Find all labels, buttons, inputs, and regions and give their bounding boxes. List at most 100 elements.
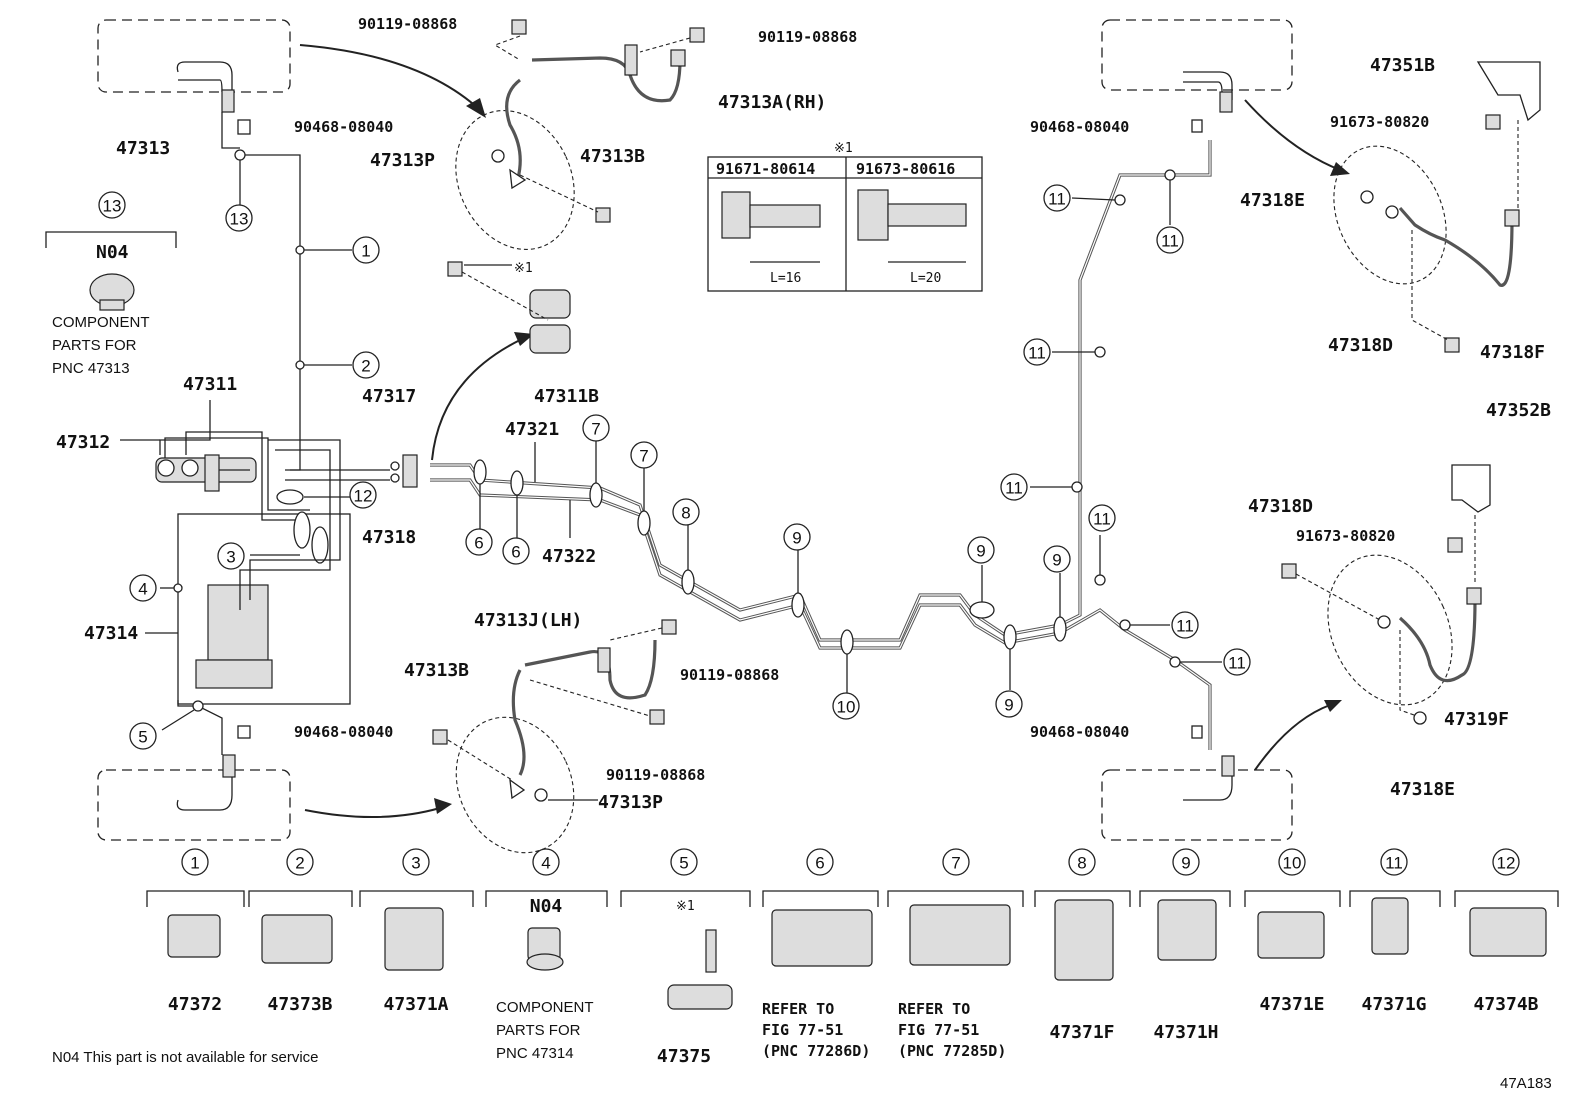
label-47351B: 47351B [1370,55,1435,76]
legend-5-number: 5 [679,854,688,873]
label-47318D-a: 47318D [1328,335,1393,356]
label-90119-4: 90119-08868 [606,766,705,784]
arrow-center [431,339,521,461]
callout-9-10-circle [783,523,811,551]
banjo-fr [1385,205,1399,219]
callout-11-21-number: 11 [1228,654,1246,673]
callout-11-21-circle [1223,648,1251,676]
legend-6-circle [806,848,834,876]
hose-end-rl [222,754,236,778]
label-n04-top-pnc: PNC 47313 [52,360,130,377]
hose-end-fr [1219,91,1233,113]
callout-2-1-circle [352,351,380,379]
hose-47313A-bracket [624,44,638,76]
bracket-47311B-top [529,289,571,319]
label-90468-b: 90468-08040 [294,723,393,741]
arrow-rl-head [434,798,452,814]
callout-9-11-circle [967,536,995,564]
callout-10-14-number: 10 [837,698,856,717]
clip-90468-c [1191,119,1203,133]
callout-8-9-circle [672,498,700,526]
fitting-47317 [390,461,400,471]
legend-2-part: 47373B [267,994,332,1015]
callout-7-7-number: 7 [591,420,600,439]
callout-7-8-circle [630,441,658,469]
part-labels: 90119-08868 90119-08868 47313A(RH) 90468… [52,15,1552,1092]
callout-12-22-circle [349,481,377,509]
diagram-id: 47A183 [1500,1075,1552,1092]
legend-12-part: 47374B [1473,994,1538,1015]
detail-ellipse-rr [1327,554,1453,706]
banjo-fl [509,168,527,190]
leader-bolt-b [639,37,691,53]
legend-12-number: 12 [1497,854,1516,873]
callout-6-6-circle [502,537,530,565]
callout-6-5-number: 6 [474,534,483,553]
pipe-mc-b [164,437,310,511]
banjo-rl [509,778,526,800]
label-47314: 47314 [84,623,138,644]
leader-11a [1071,197,1116,201]
pipe-act-2 [239,449,331,610]
legend-7-note-2: (PNC 77285D) [898,1042,1006,1060]
leader-bolt-a [493,35,521,61]
hose-stub-fl-2 [178,79,223,93]
bolt-90119-a [511,19,527,35]
mc-flange [204,454,220,492]
bracket-47311B-bot [529,324,571,354]
label-90468-a: 90468-08040 [294,118,393,136]
node-13 [234,149,246,161]
legend-11-number: 11 [1385,854,1403,873]
legend-2-number: 2 [295,854,304,873]
bolt-table-text: 91671-80614 91673-80616 L=16 L=20 [716,160,955,286]
callout-1-0-circle [352,236,380,264]
label-90119-2: 90119-08868 [758,28,857,46]
legend-5-part: 47375 [657,1046,711,1067]
label-47313J: 47313J(LH) [474,610,582,631]
legend-3-part: 47371A [383,994,448,1015]
hose-47313J-line [524,639,657,700]
front-right-wheel-box [1101,19,1293,91]
callout-11-15-circle [1043,184,1071,212]
legend-7-number: 7 [951,854,960,873]
callout-3-2-circle [217,542,245,570]
label-47318E-a: 47318E [1240,190,1305,211]
node-4 [173,583,183,593]
callout-11-17-number: 11 [1028,344,1046,363]
label-47312: 47312 [56,432,110,453]
bolt-shank-1 [749,204,821,228]
callout-13-23-number: 13 [230,210,249,229]
callout-4-3-circle [129,574,157,602]
legend-3-circle [402,848,430,876]
legend-3-number: 3 [411,854,420,873]
banjo-rr [1377,615,1391,629]
hose-stub-fr [1183,71,1233,100]
bolt-table [707,156,983,292]
legend-7-circle [942,848,970,876]
legend-4-note-2: PNC 47314 [496,1045,574,1062]
gasket-47318E-b [1413,711,1427,725]
legend-10-circle [1278,848,1306,876]
legend-8-number: 8 [1077,854,1086,873]
callout-9-11-number: 9 [976,542,985,561]
legend-6-note-0: REFER TO [762,1000,834,1018]
clamp-10 [840,629,854,655]
footnote: N04 This part is not available for servi… [52,1049,319,1066]
hose-47313A-flex [505,78,522,179]
clamp-3b [311,526,329,564]
bolt-head-2 [857,189,889,241]
arrow-center-head [514,332,534,346]
hose-47313A-line [531,56,682,103]
bolt-47313B-top [595,207,611,223]
outline-47314 [177,513,351,705]
node-11c [1094,346,1106,358]
joint-47311B [402,454,418,488]
label-91673-b: 91673-80820 [1296,527,1395,545]
bracket-13 [45,231,177,248]
bolt-90119-b [689,27,705,43]
leader-47311 [159,400,211,455]
label-47322: 47322 [542,546,596,567]
bolt-head-1 [721,191,751,239]
